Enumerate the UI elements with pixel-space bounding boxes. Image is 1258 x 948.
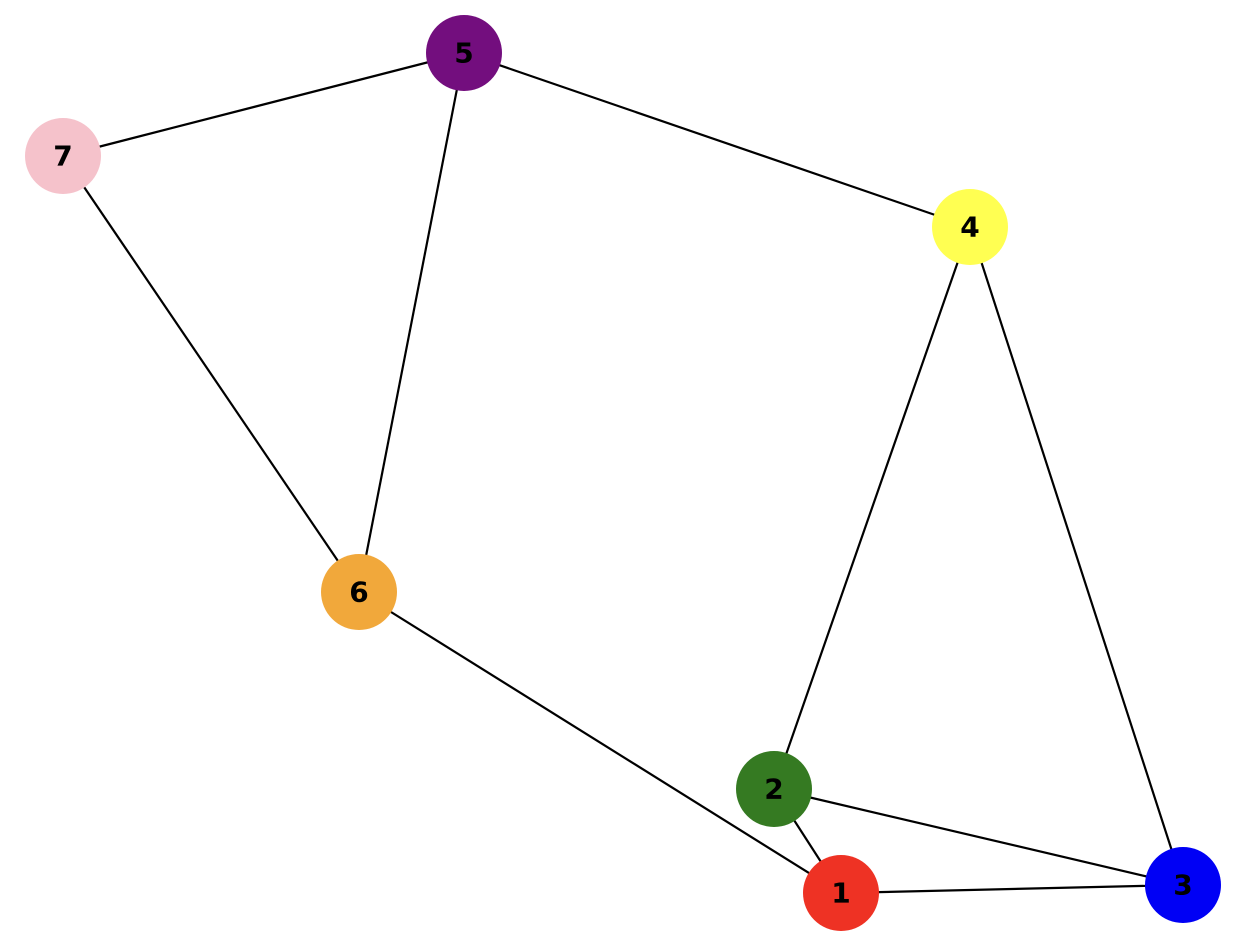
node-5: 5 xyxy=(426,15,502,91)
edge-4-3 xyxy=(968,226,1185,886)
node-circle xyxy=(736,751,812,827)
node-label: 4 xyxy=(960,211,979,244)
node-circle xyxy=(803,855,879,931)
node-label: 2 xyxy=(764,773,783,806)
node-4: 4 xyxy=(932,189,1008,265)
edge-2-3 xyxy=(773,787,1184,887)
node-6: 6 xyxy=(321,554,397,630)
node-label: 1 xyxy=(831,877,850,910)
edge-5-4 xyxy=(463,51,971,229)
node-label: 5 xyxy=(454,37,473,70)
node-label: 3 xyxy=(1173,869,1192,902)
node-circle xyxy=(25,118,101,194)
node-2: 2 xyxy=(736,751,812,827)
edges-layer xyxy=(62,51,1185,895)
edge-6-1 xyxy=(358,591,842,894)
node-label: 6 xyxy=(349,576,368,609)
node-3: 3 xyxy=(1145,847,1221,923)
edge-4-2 xyxy=(772,226,972,790)
node-circle xyxy=(321,554,397,630)
edge-1-3 xyxy=(840,883,1184,895)
node-circle xyxy=(932,189,1008,265)
edge-5-6 xyxy=(357,52,466,593)
node-label: 7 xyxy=(53,140,72,173)
nodes-layer: 1 2 3 4 5 6 7 xyxy=(25,15,1221,931)
edge-5-7 xyxy=(62,51,465,158)
node-circle xyxy=(1145,847,1221,923)
node-7: 7 xyxy=(25,118,101,194)
edge-7-6 xyxy=(62,155,360,593)
node-1: 1 xyxy=(803,855,879,931)
node-circle xyxy=(426,15,502,91)
